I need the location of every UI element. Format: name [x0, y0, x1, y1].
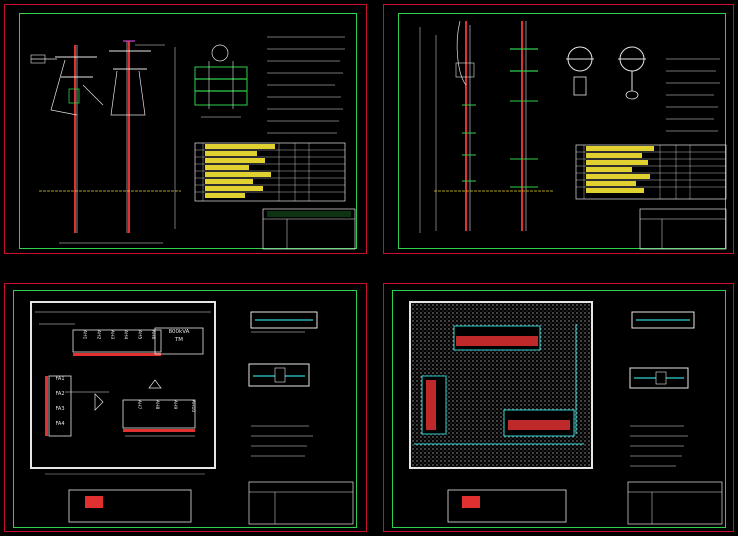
- panel-label: FA1: [55, 376, 65, 382]
- panel-label: AH9: [172, 400, 177, 410]
- panel-label: AH6: [150, 330, 156, 340]
- panel-row-top: AH1 AH2 AH3 AH4 AH5 AH6: [73, 330, 155, 352]
- panel-label: AH5: [136, 330, 142, 340]
- drawing-sheet-top-right[interactable]: [383, 4, 734, 254]
- sheet-border: [13, 290, 357, 528]
- panel-label: FA3: [55, 406, 65, 412]
- panel-row-bottom: AH7 AH8 AH9 AH10: [123, 400, 195, 428]
- pole-elevation-drawing: [30, 36, 356, 250]
- pole-detail-drawing: [419, 20, 727, 250]
- transformer-label: 800kVA TM: [168, 329, 190, 343]
- sheet-border: [19, 13, 357, 249]
- panel-label: AH10: [190, 400, 195, 413]
- sheet-border: [392, 290, 726, 528]
- panel-label: FA4: [55, 421, 65, 427]
- panel-label: AH7: [136, 400, 141, 410]
- room-layout-drawing: [30, 301, 354, 525]
- drawing-sheet-top-left[interactable]: [4, 4, 367, 254]
- sheet-border: [398, 13, 726, 249]
- panel-label: AH4: [122, 330, 128, 340]
- drawing-sheet-bottom-right[interactable]: [383, 283, 734, 532]
- drawing-sheet-bottom-left[interactable]: 800kVA TM AH1 AH2 AH3 AH4 AH5 AH6 FA1 FA…: [4, 283, 367, 532]
- panel-label: AH2: [95, 330, 101, 340]
- panel-label: AH1: [81, 330, 87, 340]
- panel-label: AH3: [109, 330, 115, 340]
- panel-label: FA2: [55, 391, 65, 397]
- panel-column-left: FA1 FA2 FA3 FA4: [49, 376, 71, 436]
- room-hatch-drawing: [409, 301, 723, 525]
- panel-label: AH8: [154, 400, 159, 410]
